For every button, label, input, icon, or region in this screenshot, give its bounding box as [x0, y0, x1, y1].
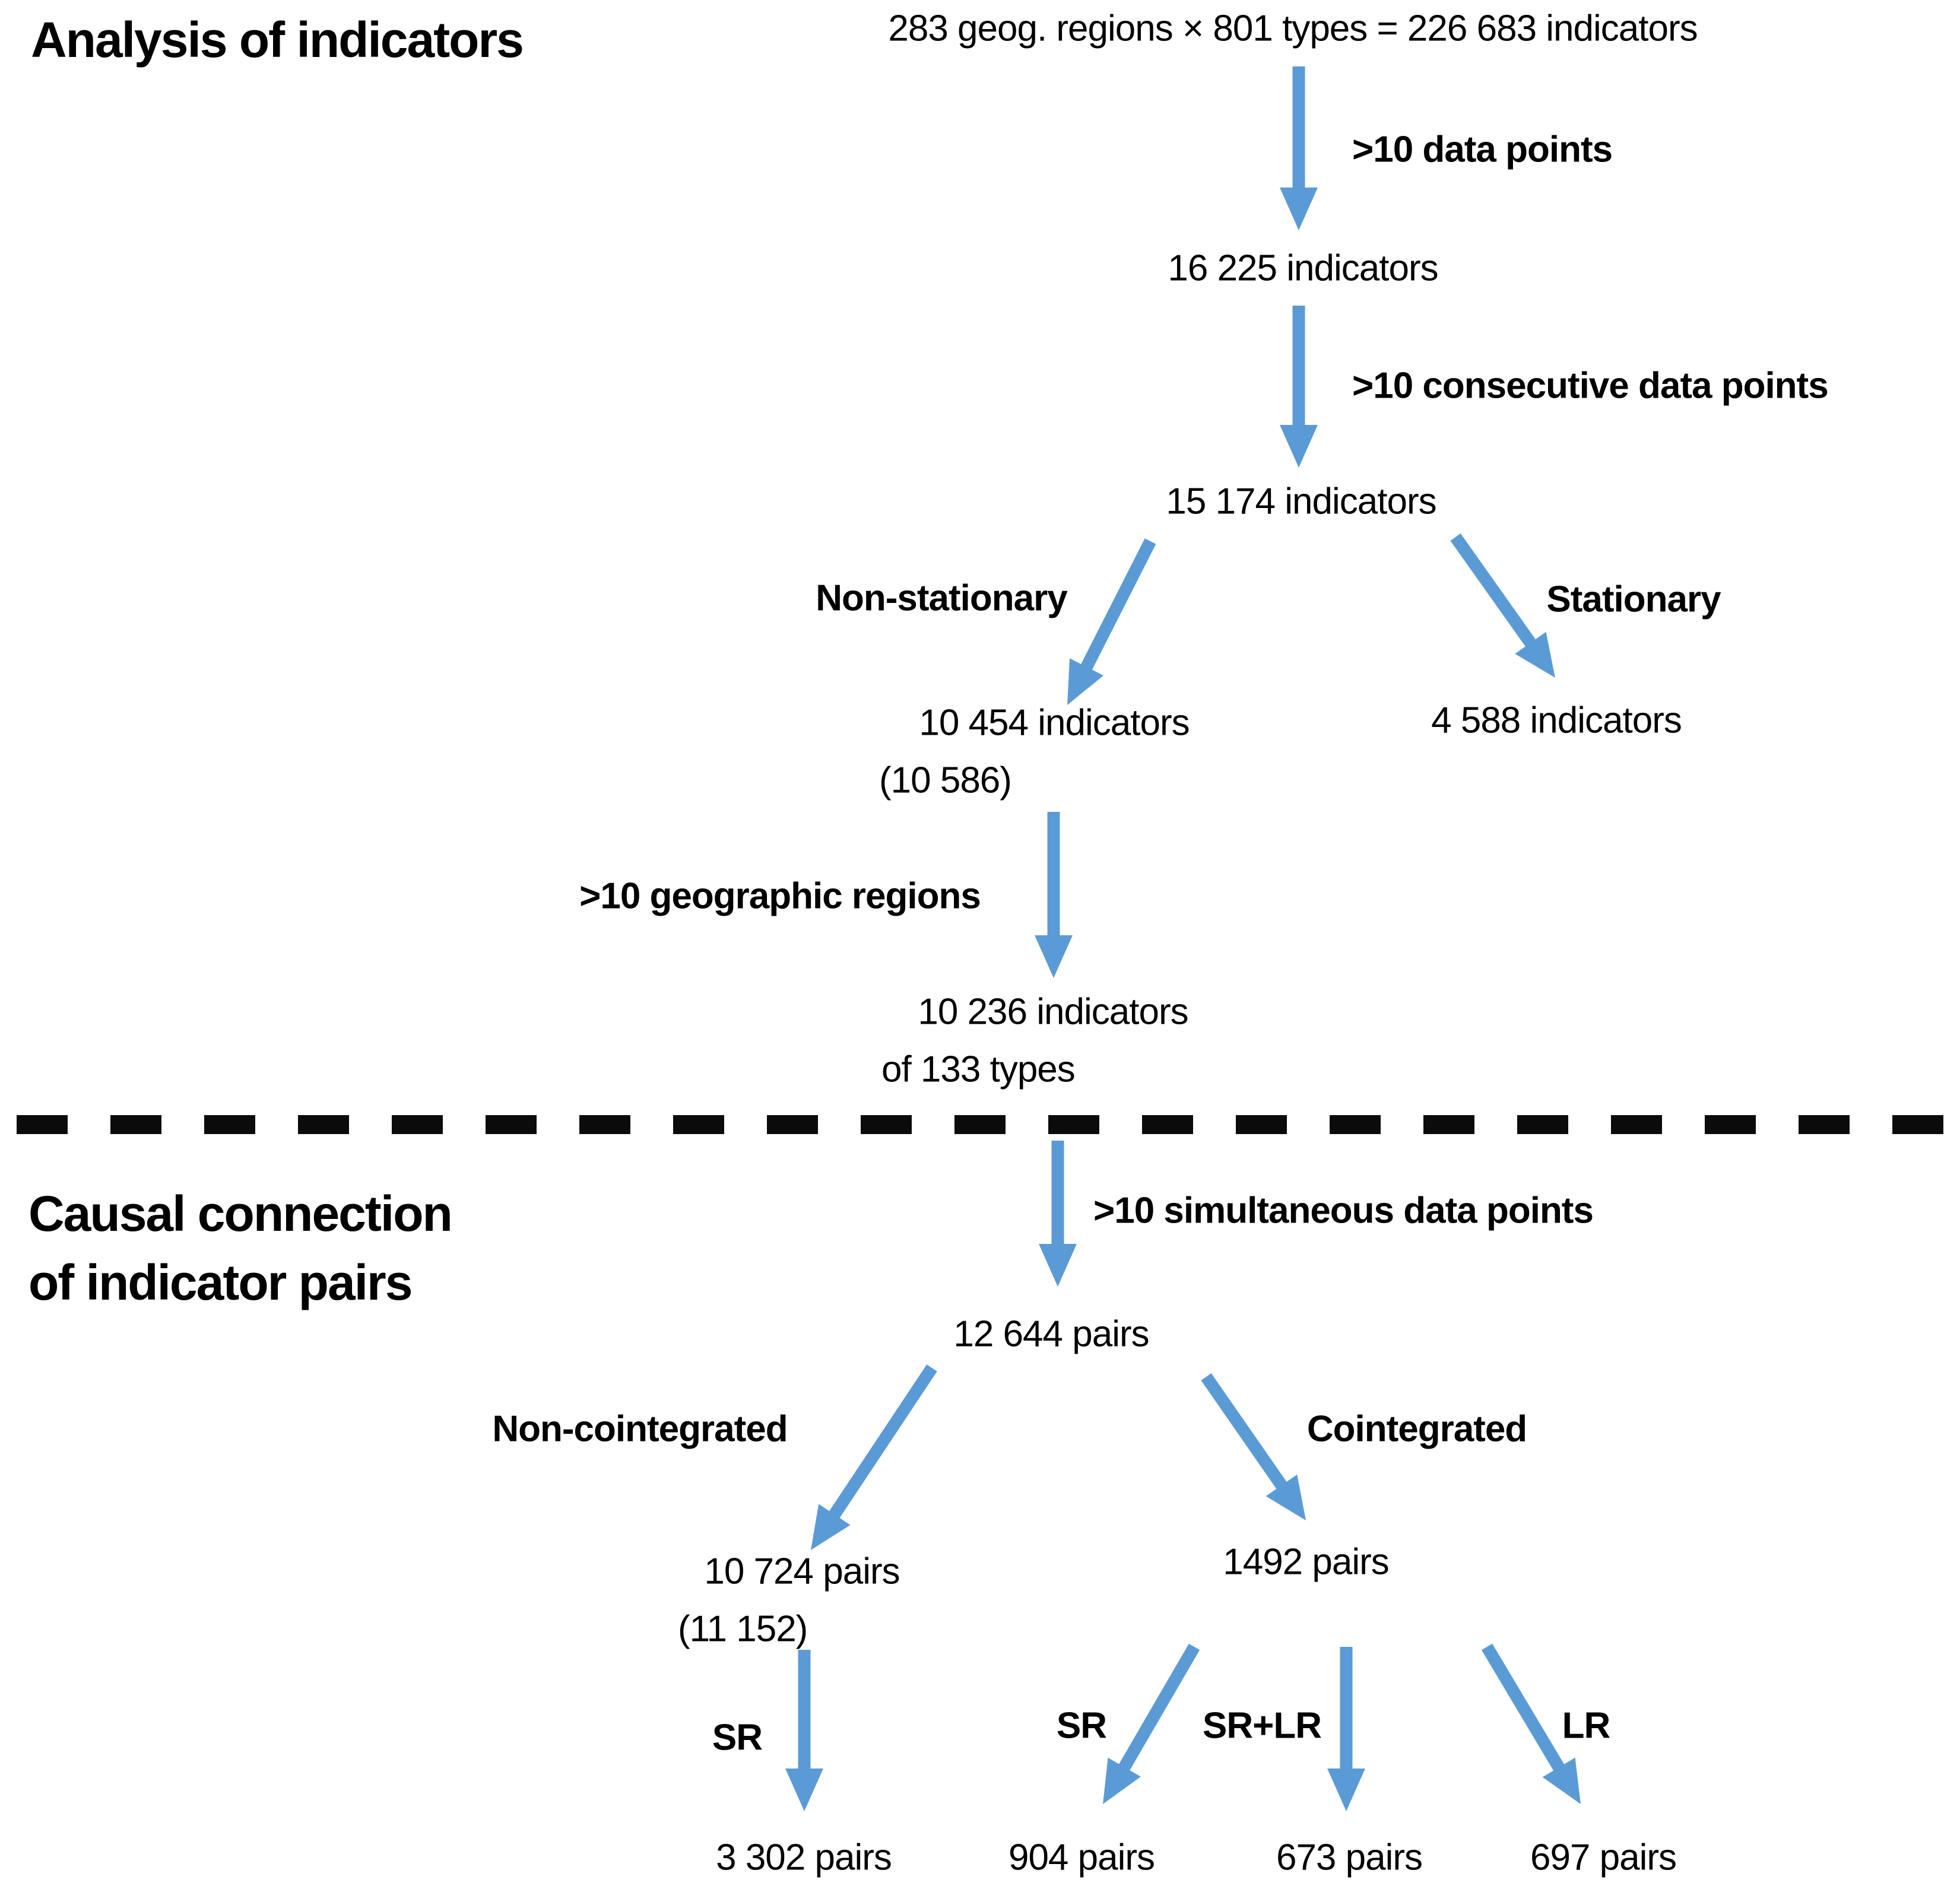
- arrow-simultaneous-filter: [1039, 1141, 1077, 1287]
- branch-label-non-cointegrated: Non-cointegrated: [492, 1408, 788, 1450]
- section-title-analysis-of-indicators: Analysis of indicators: [31, 12, 524, 68]
- node-10454-indicators: 10 454 indicators: [919, 702, 1190, 744]
- section-title-causal-line2: of indicator pairs: [28, 1254, 413, 1310]
- section-divider-dashed-line: [17, 1115, 1952, 1134]
- filter-label-simultaneous-data-points: >10 simultaneous data points: [1093, 1190, 1594, 1231]
- node-12644-pairs: 12 644 pairs: [953, 1313, 1149, 1355]
- node-10724-alt-count: (11 152): [678, 1608, 808, 1650]
- result-697-pairs: 697 pairs: [1530, 1837, 1677, 1878]
- result-673-pairs: 673 pairs: [1276, 1837, 1423, 1878]
- arrow-lr: [1482, 1643, 1581, 1804]
- result-904-pairs: 904 pairs: [1008, 1837, 1155, 1878]
- arrow-sr-non-cointegrated: [785, 1650, 823, 1811]
- arrow-cointegrated: [1201, 1373, 1306, 1520]
- section-title-causal-line1: Causal connection: [28, 1186, 453, 1242]
- node-10236-indicators-line1: 10 236 indicators: [918, 991, 1188, 1033]
- arrow-label-lr: LR: [1562, 1705, 1611, 1747]
- arrow-geographic-filter: [1035, 812, 1073, 978]
- node-16225-indicators: 16 225 indicators: [1168, 247, 1438, 289]
- filter-label-geographic-regions: >10 geographic regions: [579, 875, 981, 917]
- arrow-non-stationary: [1067, 538, 1156, 705]
- filter-label-data-points: >10 data points: [1352, 129, 1613, 170]
- node-1492-pairs: 1492 pairs: [1223, 1541, 1390, 1583]
- arrow-label-sr-plus-lr: SR+LR: [1203, 1705, 1322, 1747]
- arrow-non-cointegrated: [811, 1364, 937, 1550]
- arrow-data-points-filter: [1280, 66, 1318, 230]
- arrow-sr-plus-lr: [1327, 1647, 1365, 1811]
- arrow-stationary: [1450, 533, 1555, 678]
- arrow-label-sr-cointegrated: SR: [1056, 1705, 1107, 1747]
- arrow-sr-cointegrated: [1103, 1643, 1200, 1804]
- branch-label-non-stationary: Non-stationary: [816, 577, 1067, 619]
- section-title-causal-connection: Causal connection of indicator pairs: [28, 1180, 453, 1317]
- branch-label-cointegrated: Cointegrated: [1306, 1408, 1527, 1450]
- node-source-indicators: 283 geog. regions × 801 types = 226 683 …: [888, 8, 1698, 49]
- node-4588-indicators: 4 588 indicators: [1431, 700, 1682, 741]
- node-15174-indicators: 15 174 indicators: [1166, 481, 1436, 522]
- arrow-label-sr-non-cointegrated: SR: [712, 1717, 763, 1758]
- result-3302-pairs: 3 302 pairs: [716, 1837, 892, 1878]
- node-10454-alt-count: (10 586): [879, 760, 1012, 801]
- node-10236-indicators-line2: of 133 types: [881, 1049, 1076, 1090]
- branch-label-stationary: Stationary: [1546, 579, 1721, 620]
- arrow-consecutive-filter: [1280, 306, 1318, 468]
- filter-label-consecutive-data-points: >10 consecutive data points: [1352, 365, 1829, 407]
- node-10724-pairs: 10 724 pairs: [704, 1551, 900, 1592]
